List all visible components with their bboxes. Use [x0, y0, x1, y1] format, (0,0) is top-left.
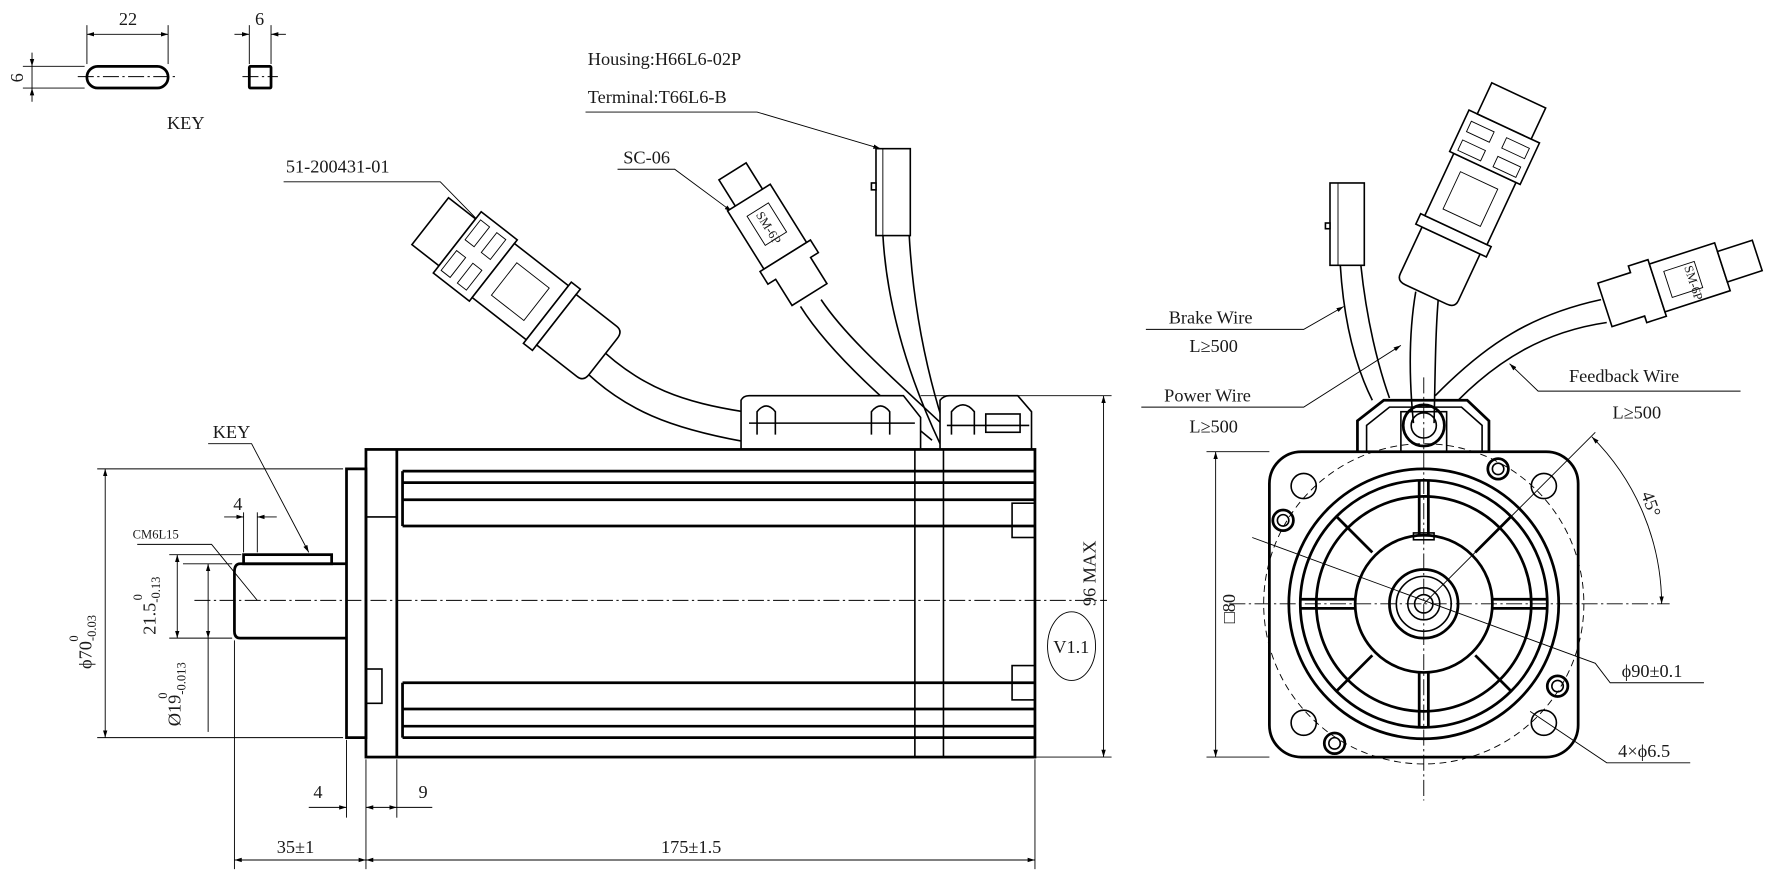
flange-thickness-dim: 4 — [313, 782, 322, 802]
brake-terminal-label: Terminal:T66L6-B — [588, 87, 727, 107]
key-label: KEY — [167, 113, 205, 133]
flange-bosses — [1271, 457, 1570, 756]
key-slot-top-view — [85, 64, 170, 90]
motor-body — [364, 448, 1037, 759]
holes-dim: 4×ϕ6.5 — [1618, 741, 1670, 761]
angle-dim: 45° — [1637, 489, 1665, 520]
power-wire-label: Power Wire — [1164, 385, 1251, 405]
key-width-dimension: 4 — [233, 494, 242, 514]
shaft-key — [242, 553, 334, 566]
shaft-length-dim: 35±1 — [277, 837, 314, 857]
front-view-dimensions: Brake Wire L≥500 Power Wire L≥500 Feedba… — [1141, 306, 1741, 764]
mounting-holes — [1290, 472, 1558, 737]
side-view — [194, 394, 1107, 759]
feedback-connector-label: SC-06 — [623, 148, 670, 168]
key-length-dim: 22 — [119, 9, 137, 29]
version-label: V1.1 — [1053, 637, 1089, 657]
pcd-dim: ϕ90±0.1 — [1622, 661, 1683, 681]
body-length-dim: 175±1.5 — [661, 837, 721, 857]
key-detail: 22 6 6 KEY — [7, 9, 286, 133]
key-width-dim: 6 — [255, 9, 264, 29]
feedback-wire-length: L≥500 — [1612, 403, 1661, 423]
version-circle — [1047, 611, 1097, 681]
feedback-connector: SM-6P — [717, 161, 829, 307]
key-side-view — [247, 64, 273, 90]
front-feedback-connector: SM-6P — [1596, 239, 1764, 328]
front-view: SM-6P — [1229, 81, 1764, 801]
shaft-key-label: KEY — [213, 422, 251, 442]
brake-connector — [870, 147, 912, 237]
flange-dia-tol-upper: 0 — [67, 635, 81, 641]
brake-wire-length: L≥500 — [1189, 336, 1238, 356]
motor-shaft — [233, 562, 347, 640]
square-size-dim: □80 — [1219, 594, 1239, 623]
power-connector-label: 51-200431-01 — [286, 157, 390, 177]
shaft-dia-tol-upper: 0 — [156, 692, 170, 698]
key-height-tol-upper: 0 — [131, 594, 145, 600]
thread-label: CM6L15 — [133, 528, 179, 542]
feedback-wire-label: Feedback Wire — [1569, 366, 1679, 386]
power-wire-length: L≥500 — [1189, 416, 1238, 436]
flange-step-dim: 9 — [419, 782, 428, 802]
brake-wire-label: Brake Wire — [1169, 308, 1253, 328]
side-view-cables: SM-6P — [410, 147, 948, 445]
motor-flange — [345, 467, 368, 739]
svg-text:21.5-0.13: 21.5-0.13 — [140, 577, 164, 635]
shaft-dia-dim: Ø19 — [165, 695, 185, 726]
key-height-tol-lower: -0.13 — [149, 577, 163, 603]
height-max-dim: 96 MAX — [1080, 541, 1100, 607]
key-height-dim: 6 — [7, 73, 27, 82]
side-view-dimensions: KEY CM6L15 4 ϕ70-0.03 0 21.5-0.13 0 Ø19-… — [67, 395, 1112, 870]
svg-text:ϕ70-0.03: ϕ70-0.03 — [75, 615, 99, 669]
front-brake-connector — [1324, 182, 1366, 267]
shaft-dia-tol-lower: -0.013 — [174, 662, 188, 694]
flange-dia-dim: ϕ70 — [75, 641, 95, 669]
connector-callouts: Housing:H66L6-02P Terminal:T66L6-B SC-06… — [283, 49, 881, 235]
svg-text:Ø19-0.013: Ø19-0.013 — [165, 662, 189, 726]
key-height-dimension: 21.5 — [140, 603, 160, 635]
cable-clamp — [1356, 398, 1491, 452]
power-connector — [410, 196, 621, 380]
flange-dia-tol-lower: -0.03 — [85, 615, 99, 641]
front-power-connector — [1398, 81, 1547, 307]
brake-housing-label: Housing:H66L6-02P — [588, 49, 741, 69]
